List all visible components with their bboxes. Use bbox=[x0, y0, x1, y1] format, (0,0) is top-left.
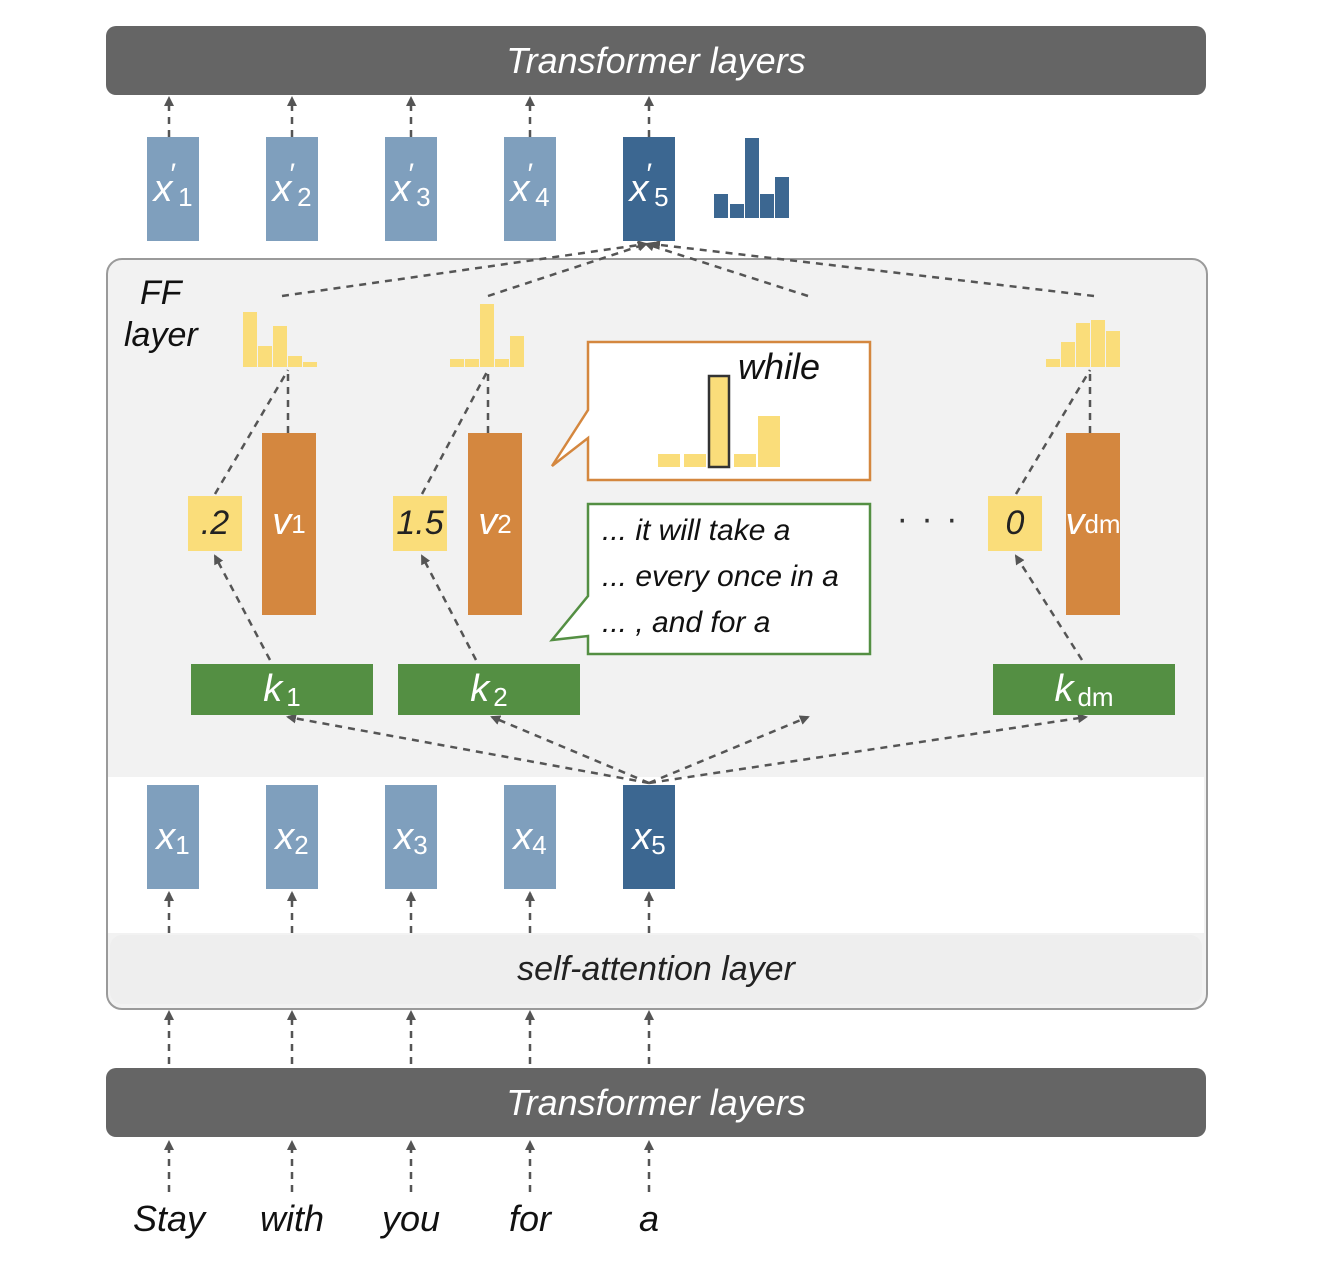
value-vector-dm-sym: v bbox=[1065, 501, 1085, 543]
output-token-1-prime: ′ bbox=[170, 158, 177, 191]
key-vector-dm-sym: k bbox=[1054, 668, 1074, 710]
input-word-5: a bbox=[638, 1198, 660, 1239]
top-transformer-layers: Transformer layers bbox=[106, 26, 1206, 95]
coefficient-2: 1.5 bbox=[393, 496, 447, 551]
value-histogram-2 bbox=[450, 304, 524, 367]
input-token-2-sym: x bbox=[275, 815, 295, 858]
key-callout-line-3: ... , and for a bbox=[602, 606, 771, 639]
output-token-3-sym: x bbox=[391, 167, 411, 210]
ff-layer-label: FF layer bbox=[124, 272, 224, 356]
output-token-4: x′4 bbox=[504, 137, 556, 241]
ff-label-line1: FF bbox=[140, 274, 182, 312]
output-histogram bbox=[714, 138, 789, 218]
key-vector-dm-sub: dm bbox=[1077, 682, 1114, 712]
input-token-5-sym: x bbox=[632, 815, 652, 858]
coefficient-1: .2 bbox=[188, 496, 242, 551]
value-vector-2-sym: v bbox=[478, 501, 498, 543]
output-token-5-sym: x bbox=[629, 167, 649, 210]
input-word-3: you bbox=[381, 1198, 441, 1239]
value-callout bbox=[550, 340, 872, 482]
dashed-arrows bbox=[164, 96, 1095, 1192]
value-vector-1-sym: v bbox=[272, 501, 292, 543]
key-vector-1-sub: 1 bbox=[286, 682, 301, 712]
key-callout-line-2: ... every once in a bbox=[602, 560, 839, 593]
output-token-4-prime: ′ bbox=[527, 158, 534, 191]
output-token-4-sub: 4 bbox=[535, 181, 550, 212]
output-token-1-sym: x bbox=[153, 167, 173, 210]
key-callout-text: ... it will take a ... every once in a .… bbox=[602, 508, 864, 646]
input-word-1: Stay bbox=[132, 1198, 206, 1239]
input-word-2: with bbox=[259, 1198, 325, 1239]
output-token-2-sym: x bbox=[272, 167, 292, 210]
output-token-4-sym: x bbox=[510, 167, 530, 210]
output-token-5-sub: 5 bbox=[654, 181, 669, 212]
value-vector-2-sub: 2 bbox=[497, 509, 512, 539]
input-token-1-sub: 1 bbox=[175, 829, 190, 860]
value-histogram-1 bbox=[243, 312, 317, 367]
input-token-3-sym: x bbox=[394, 815, 414, 858]
ellipsis: · · · bbox=[896, 500, 960, 538]
output-token-2-prime: ′ bbox=[289, 158, 296, 191]
value-vector-1-sub: 1 bbox=[291, 509, 306, 539]
key-vector-1-sym: k bbox=[263, 668, 283, 710]
value-vector-dm-sub: dm bbox=[1084, 509, 1121, 539]
key-callout-line-1: ... it will take a bbox=[602, 514, 791, 547]
output-token-2: x′2 bbox=[266, 137, 318, 241]
coefficient-dm: 0 bbox=[988, 496, 1042, 551]
input-token-4-sub: 4 bbox=[532, 829, 547, 860]
output-token-1: x′1 bbox=[147, 137, 199, 241]
output-token-3: x′3 bbox=[385, 137, 437, 241]
output-token-5-prime: ′ bbox=[646, 158, 653, 191]
output-token-5: x′5 bbox=[623, 137, 675, 241]
key-vector-2-sub: 2 bbox=[493, 682, 508, 712]
output-token-2-sub: 2 bbox=[297, 181, 312, 212]
value-callout-word: while bbox=[738, 346, 821, 387]
input-token-1-sym: x bbox=[156, 815, 176, 858]
key-vector-2-sym: k bbox=[470, 668, 490, 710]
input-word-4: for bbox=[508, 1198, 551, 1239]
output-token-3-sub: 3 bbox=[416, 181, 431, 212]
self-attention-layer: self-attention layer bbox=[110, 935, 1202, 1004]
input-token-3-sub: 3 bbox=[413, 829, 428, 860]
value-histogram-dm bbox=[1046, 320, 1120, 367]
input-token-4-sym: x bbox=[513, 815, 533, 858]
input-token-5-sub: 5 bbox=[651, 829, 666, 860]
ff-label-line2: layer bbox=[124, 316, 198, 354]
key-callout bbox=[549, 502, 872, 656]
bottom-transformer-layers: Transformer layers bbox=[106, 1068, 1206, 1137]
output-token-1-sub: 1 bbox=[178, 181, 193, 212]
output-token-3-prime: ′ bbox=[408, 158, 415, 191]
input-token-2-sub: 2 bbox=[294, 829, 309, 860]
